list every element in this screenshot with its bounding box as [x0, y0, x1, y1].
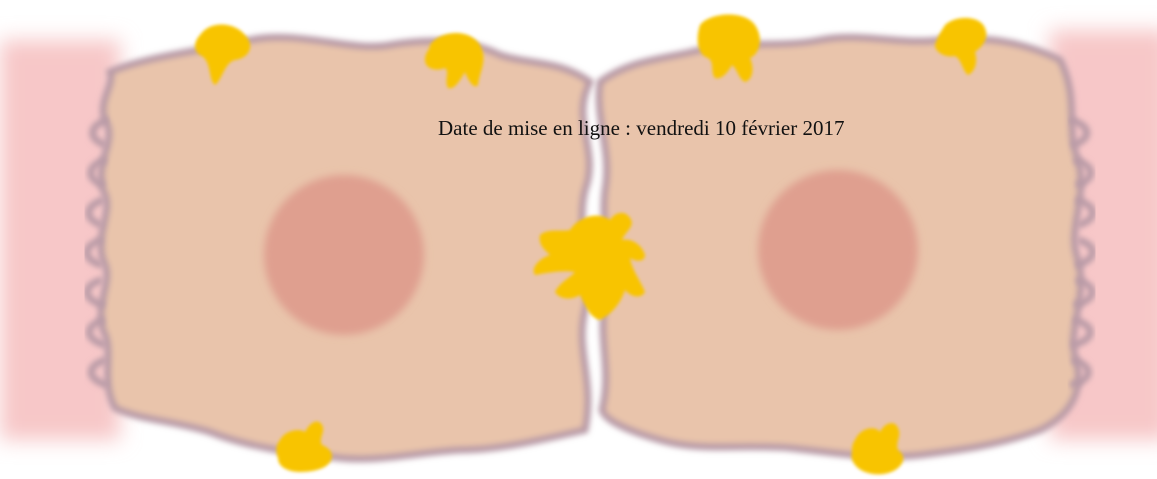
- nucleus-left: [264, 175, 424, 335]
- nucleus-right: [758, 170, 918, 330]
- publication-date: Date de mise en ligne : vendredi 10 févr…: [438, 116, 844, 141]
